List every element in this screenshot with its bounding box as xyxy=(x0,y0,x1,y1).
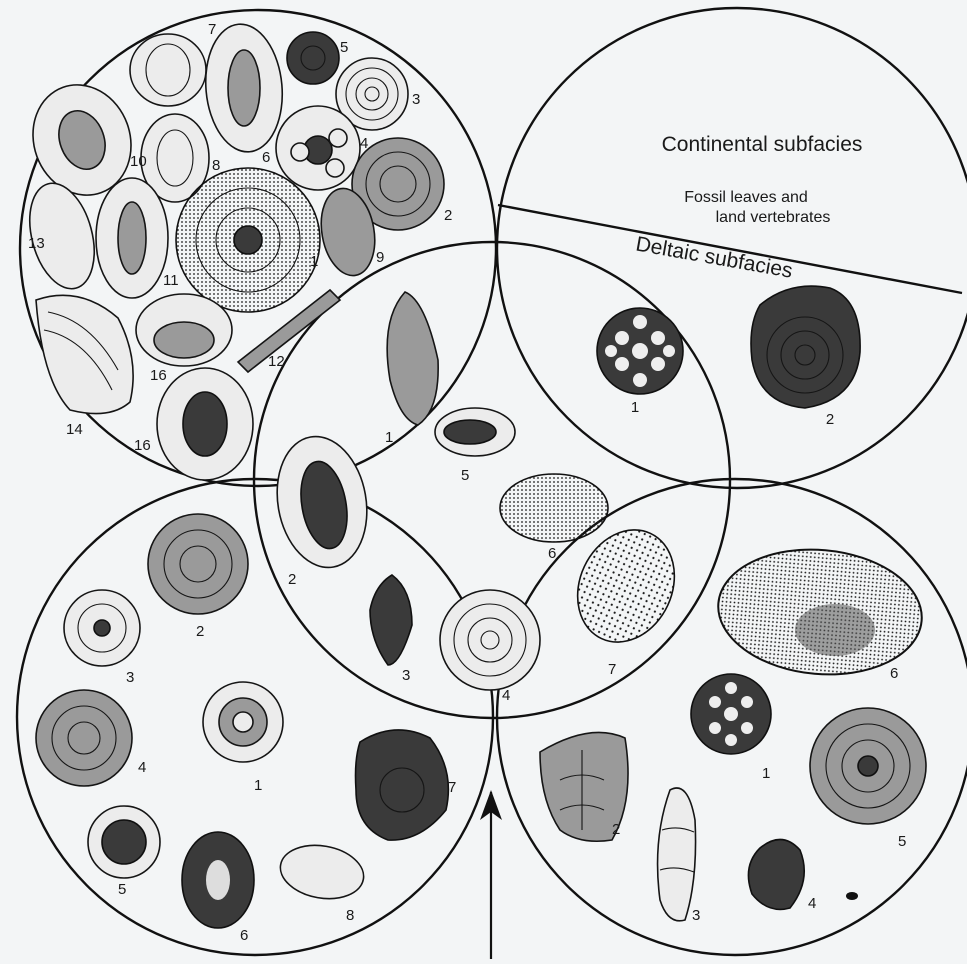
top-left-label-11: 11 xyxy=(163,272,179,289)
center-label-5: 5 xyxy=(461,467,469,484)
top-left-label-8: 8 xyxy=(212,157,220,174)
top-left-label-6: 6 xyxy=(262,149,270,166)
bottom-left-label-7: 7 xyxy=(448,779,456,796)
bottom-left-label-5: 5 xyxy=(118,881,126,898)
bottom-right-label-1: 1 xyxy=(762,765,770,782)
center-label-3: 3 xyxy=(402,667,410,684)
continental-desc-line2: land vertebrates xyxy=(716,209,831,226)
top-left-label-12: 12 xyxy=(268,353,285,370)
deltaic-fossil-2 xyxy=(751,286,860,408)
arrow-up-icon xyxy=(480,790,502,959)
top-left-label-3: 3 xyxy=(412,91,420,108)
deltaic-fossil-1 xyxy=(597,308,683,394)
bottom-left-label-8: 8 xyxy=(346,907,354,924)
top-left-label-2: 2 xyxy=(444,207,452,224)
continental-desc-line1: Fossil leaves and xyxy=(684,189,808,206)
top-left-label-4: 4 xyxy=(360,135,368,152)
bottom-right-label-3: 3 xyxy=(692,907,700,924)
center-label-7: 7 xyxy=(608,661,616,678)
continental-deltaic-circle xyxy=(497,8,967,488)
bottom-right-label-2: 2 xyxy=(612,821,620,838)
deltaic-title: Deltaic subfacies xyxy=(634,232,794,282)
bottom-left-label-4: 4 xyxy=(138,759,146,776)
center-label-2: 2 xyxy=(288,571,296,588)
bottom-right-label-4: 4 xyxy=(808,895,816,912)
top-left-label-14: 14 xyxy=(66,421,83,438)
continental-title: Continental subfacies xyxy=(662,133,863,156)
top-left-label-16b: 16 xyxy=(134,437,151,454)
top-left-label-9: 9 xyxy=(376,249,384,266)
deltaic-label-2: 2 xyxy=(826,411,834,428)
bottom-left-label-6: 6 xyxy=(240,927,248,944)
top-left-label-7: 7 xyxy=(208,21,216,38)
deltaic-label-1: 1 xyxy=(631,399,639,416)
bottom-left-fossils xyxy=(36,514,448,928)
center-label-6: 6 xyxy=(548,545,556,562)
center-label-1: 1 xyxy=(385,429,393,446)
bottom-left-label-1: 1 xyxy=(254,777,262,794)
center-label-4: 4 xyxy=(502,687,510,704)
bottom-right-label-5: 5 xyxy=(898,833,906,850)
bottom-right-label-6: 6 xyxy=(890,665,898,682)
bottom-left-label-3: 3 xyxy=(126,669,134,686)
top-left-label-10: 10 xyxy=(130,153,147,170)
bottom-left-label-2: 2 xyxy=(196,623,204,640)
top-left-label-16a: 16 xyxy=(150,367,167,384)
top-left-label-5: 5 xyxy=(340,39,348,56)
top-left-label-1: 1 xyxy=(310,253,318,270)
top-left-label-13: 13 xyxy=(28,235,45,252)
